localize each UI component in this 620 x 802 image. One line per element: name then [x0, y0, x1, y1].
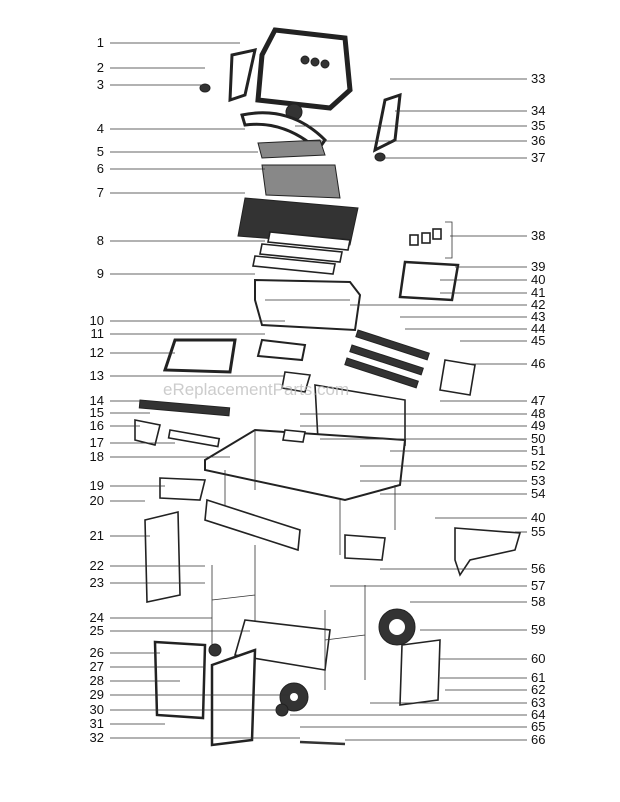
- callout-17: 17: [90, 435, 104, 450]
- callout-36: 36: [531, 133, 545, 148]
- front-panel: [204, 498, 301, 552]
- callout-59: 59: [531, 622, 545, 637]
- watermark: eReplacementParts.com: [163, 380, 349, 399]
- callout-11: 11: [91, 326, 105, 341]
- callout-48: 48: [531, 406, 545, 421]
- callout-9: 9: [97, 266, 104, 281]
- callout-18: 18: [90, 449, 104, 464]
- callout-46: 46: [531, 356, 545, 371]
- callout-63: 63: [531, 695, 545, 710]
- callout-57: 57: [531, 578, 545, 593]
- callout-37: 37: [531, 150, 545, 165]
- callout-54: 54: [531, 486, 545, 501]
- callout-21: 21: [90, 528, 104, 543]
- callout-43: 43: [531, 309, 545, 324]
- callout-40: 40: [531, 272, 545, 287]
- manifold-valves: [439, 359, 476, 396]
- callout-labels: 1234567891011121314151617181920212223242…: [90, 35, 546, 747]
- callout-29: 29: [90, 687, 104, 702]
- callout-20: 20: [90, 493, 104, 508]
- control-panel: [398, 260, 460, 302]
- control-knobs: [409, 228, 442, 246]
- callout-10: 10: [90, 313, 104, 328]
- callout-12: 12: [90, 345, 104, 360]
- callout-51: 51: [531, 443, 545, 458]
- callout-66: 66: [531, 732, 545, 747]
- side-panel-left: [144, 510, 181, 603]
- callout-52: 52: [531, 458, 545, 473]
- cooking-grate-1: [257, 139, 326, 159]
- callout-16: 16: [90, 418, 104, 433]
- callout-62: 62: [531, 682, 545, 697]
- burner-tubes: [344, 329, 430, 389]
- callout-15: 15: [90, 405, 104, 420]
- callout-4: 4: [97, 121, 104, 136]
- callout-49: 49: [531, 418, 545, 433]
- callout-27: 27: [90, 659, 104, 674]
- side-panel-right: [399, 639, 441, 706]
- callout-13: 13: [90, 368, 104, 383]
- callout-23: 23: [90, 575, 104, 590]
- callout-leaders: [110, 42, 527, 741]
- callout-35: 35: [531, 118, 545, 133]
- callout-28: 28: [90, 673, 104, 688]
- callout-5: 5: [97, 144, 104, 159]
- callout-61: 61: [531, 670, 545, 685]
- grill-parts: [134, 27, 522, 747]
- cart-frame: [204, 428, 407, 502]
- callout-31: 31: [90, 716, 104, 731]
- door-right: [210, 648, 257, 747]
- callout-6: 6: [97, 161, 104, 176]
- callout-65: 65: [531, 719, 545, 734]
- callout-33: 33: [531, 71, 545, 86]
- callout-26: 26: [90, 645, 104, 660]
- callout-44: 44: [531, 321, 545, 336]
- grate-main: [237, 197, 359, 246]
- callout-53: 53: [531, 473, 545, 488]
- lid: [255, 27, 353, 111]
- callout-55: 55: [531, 524, 545, 539]
- callout-60: 60: [531, 651, 545, 666]
- igniter-wire: [299, 740, 346, 746]
- lid-handle-right: [372, 92, 402, 153]
- callout-38: 38: [531, 228, 545, 243]
- tool-holder: [454, 527, 522, 577]
- callout-32: 32: [90, 730, 104, 745]
- cooking-grate-2: [261, 164, 341, 199]
- callout-3: 3: [97, 77, 104, 92]
- callout-42: 42: [531, 297, 545, 312]
- side-table: [162, 338, 237, 374]
- callout-24: 24: [90, 610, 104, 625]
- catch-pan: [256, 338, 307, 362]
- lid-handle-left: [228, 48, 257, 103]
- callout-2: 2: [97, 60, 104, 75]
- callout-39: 39: [531, 259, 545, 274]
- callout-64: 64: [531, 707, 545, 722]
- callout-56: 56: [531, 561, 545, 576]
- callout-58: 58: [531, 594, 545, 609]
- callout-14: 14: [90, 393, 104, 408]
- callout-50: 50: [531, 431, 545, 446]
- callout-25: 25: [90, 623, 104, 638]
- callout-47: 47: [531, 393, 545, 408]
- callout-40: 40: [531, 510, 545, 525]
- callout-34: 34: [531, 103, 545, 118]
- callout-19: 19: [90, 478, 104, 493]
- cookbox: [254, 278, 362, 332]
- callout-22: 22: [90, 558, 104, 573]
- door-left: [153, 640, 207, 720]
- callout-1: 1: [97, 35, 104, 50]
- callout-45: 45: [531, 333, 545, 348]
- callout-30: 30: [90, 702, 104, 717]
- callout-7: 7: [97, 185, 104, 200]
- callout-8: 8: [97, 233, 104, 248]
- flavorizer-bars: [252, 231, 351, 275]
- callout-41: 41: [531, 285, 545, 300]
